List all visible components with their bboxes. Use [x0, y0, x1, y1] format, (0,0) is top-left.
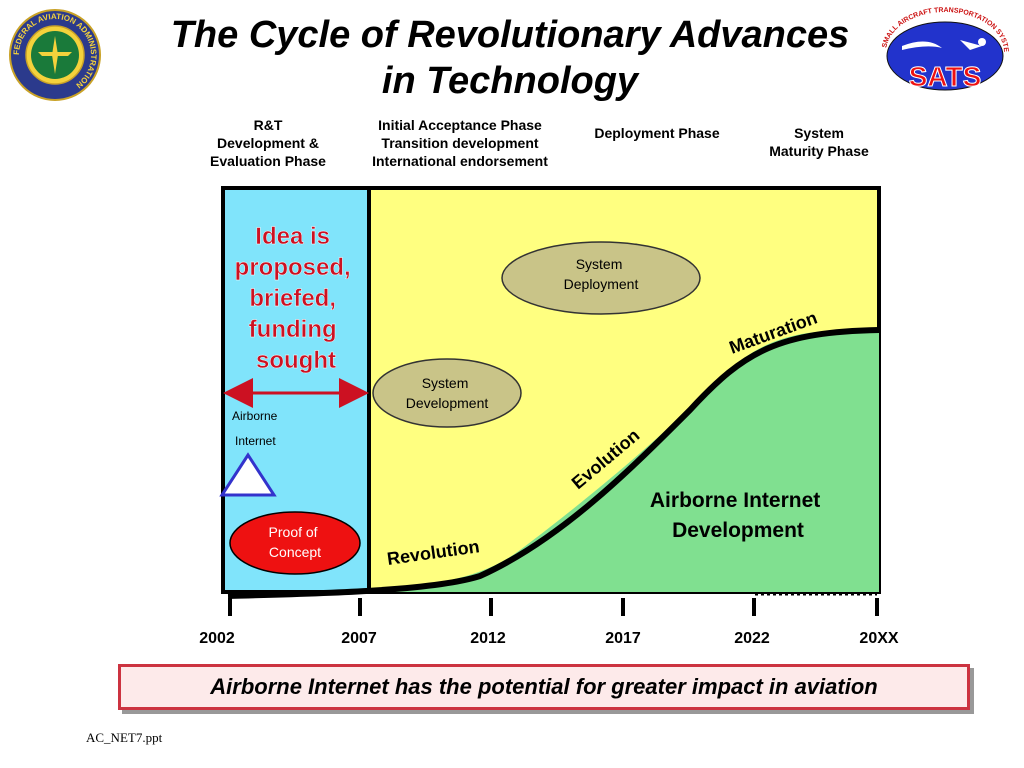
phase-line: R&T: [253, 117, 283, 133]
year-label: 2002: [199, 630, 235, 647]
development-area: [370, 330, 879, 592]
timeline-ticks: [228, 598, 879, 616]
slide-title: The Cycle of Revolutionary Advances in T…: [130, 12, 890, 104]
system-development-label: System Development: [406, 375, 489, 411]
system-deployment-ellipse: [501, 241, 701, 315]
proof-of-concept-ellipse: [229, 511, 361, 575]
year-label: 2012: [470, 630, 506, 647]
year-label: 2017: [605, 630, 641, 647]
sats-logo: SMALL AIRCRAFT TRANSPORTATION SYSTEM SAT…: [872, 6, 1009, 93]
airborne-internet-label: Airborne Internet: [232, 409, 281, 448]
sats-label: SATS: [909, 61, 982, 92]
s-curve: [227, 327, 880, 599]
faa-seal-logo: FEDERAL AVIATION ADMINISTRATION: [9, 9, 101, 101]
phase-line: Deployment Phase: [594, 125, 720, 141]
phase-line: Evaluation Phase: [210, 153, 326, 169]
system-deployment-label: System Deployment: [564, 256, 639, 292]
phase-line: System: [794, 125, 844, 141]
title-line-2: in Technology: [381, 60, 639, 102]
phase-line: Development &: [217, 135, 319, 151]
phase-initial-acceptance: Initial Acceptance Phase Transition deve…: [350, 116, 570, 170]
title-line-1: The Cycle of Revolutionary Advances: [170, 14, 850, 56]
phase-line: Maturity Phase: [769, 143, 869, 159]
file-name-footer: AC_NET7.ppt: [86, 730, 163, 745]
idea-proposed-text: Idea is proposed, briefed, funding sough…: [235, 223, 358, 374]
phase-deployment: Deployment Phase: [572, 124, 742, 142]
phase-rt-development: R&T Development & Evaluation Phase: [188, 116, 348, 170]
year-label: 2007: [341, 630, 377, 647]
phase-system-maturity: System Maturity Phase: [748, 124, 890, 160]
year-label: 20XX: [859, 630, 899, 647]
airborne-development-label: Airborne Internet Development: [650, 489, 826, 542]
system-development-ellipse: [372, 358, 522, 428]
impact-banner: Airborne Internet has the potential for …: [118, 664, 970, 710]
year-label: 2022: [734, 630, 770, 647]
proof-of-concept-label: Proof of Concept: [269, 524, 322, 560]
phase-line: Initial Acceptance Phase: [378, 117, 542, 133]
phase-line: International endorsement: [372, 153, 548, 169]
triangle-icon: [219, 452, 277, 497]
phase-line: Transition development: [381, 135, 539, 151]
